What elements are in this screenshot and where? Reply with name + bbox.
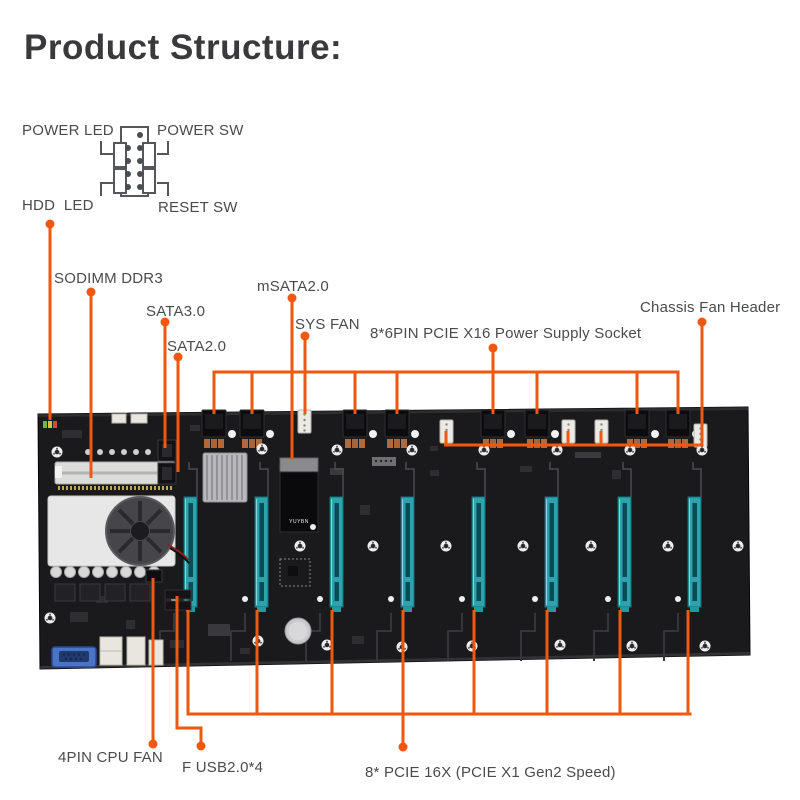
callout-line-cpu-fan — [148, 578, 158, 749]
callout-line-msata — [287, 293, 297, 460]
label-f-usb: F USB2.0*4 — [182, 759, 264, 776]
board-led-cluster — [43, 421, 57, 428]
cmos-area — [279, 558, 312, 645]
callout-line-sata3 — [160, 317, 170, 448]
label-reset-sw: RESET SW — [158, 199, 238, 216]
label-pcie: 8* PCIE 16X (PCIE X1 Gen2 Speed) — [365, 764, 616, 781]
sata-ports — [157, 439, 177, 485]
callout-line-pcie-slots — [186, 610, 692, 752]
pin-header — [372, 457, 396, 466]
label-chassis-fan: Chassis Fan Header — [640, 299, 781, 316]
label-power-sw: POWER SW — [157, 122, 244, 139]
label-cpu-fan: 4PIN CPU FAN — [58, 749, 163, 766]
label-sata2: SATA2.0 — [167, 338, 227, 355]
chipset-heatsink — [202, 452, 248, 503]
label-sys-fan: SYS FAN — [295, 316, 360, 333]
label-sata3: SATA3.0 — [146, 303, 206, 320]
callout-line-sys-fan — [300, 331, 310, 414]
callout-line-sodimm — [86, 287, 96, 478]
front-panel-header-diagram — [100, 126, 169, 197]
msata-module-text: YUYBN — [289, 519, 309, 525]
callout-line-hdd-led — [45, 219, 55, 420]
vrm-area — [50, 566, 160, 602]
label-sodimm: SODIMM DDR3 — [54, 270, 163, 287]
top-edge-connectors — [111, 413, 148, 424]
callout-line-f-usb — [175, 596, 206, 751]
header-pins — [125, 132, 143, 190]
label-power-led: POWER LED — [22, 122, 114, 139]
label-hdd-led: HDD LED — [22, 197, 94, 214]
callout-line-power-sockets — [212, 343, 680, 414]
label-msata: mSATA2.0 — [257, 278, 329, 295]
callout-lines — [45, 219, 707, 752]
callout-line-sata2 — [173, 352, 183, 472]
page-title: Product Structure: — [24, 28, 343, 67]
label-power-socket: 8*6PIN PCIE X16 Power Supply Socket — [370, 325, 642, 342]
motherboard-image: YUYBN — [37, 406, 751, 670]
callout-line-chassis-fan — [444, 317, 707, 447]
cpu-cooler — [47, 495, 190, 567]
msata-module: YUYBN — [279, 457, 319, 533]
